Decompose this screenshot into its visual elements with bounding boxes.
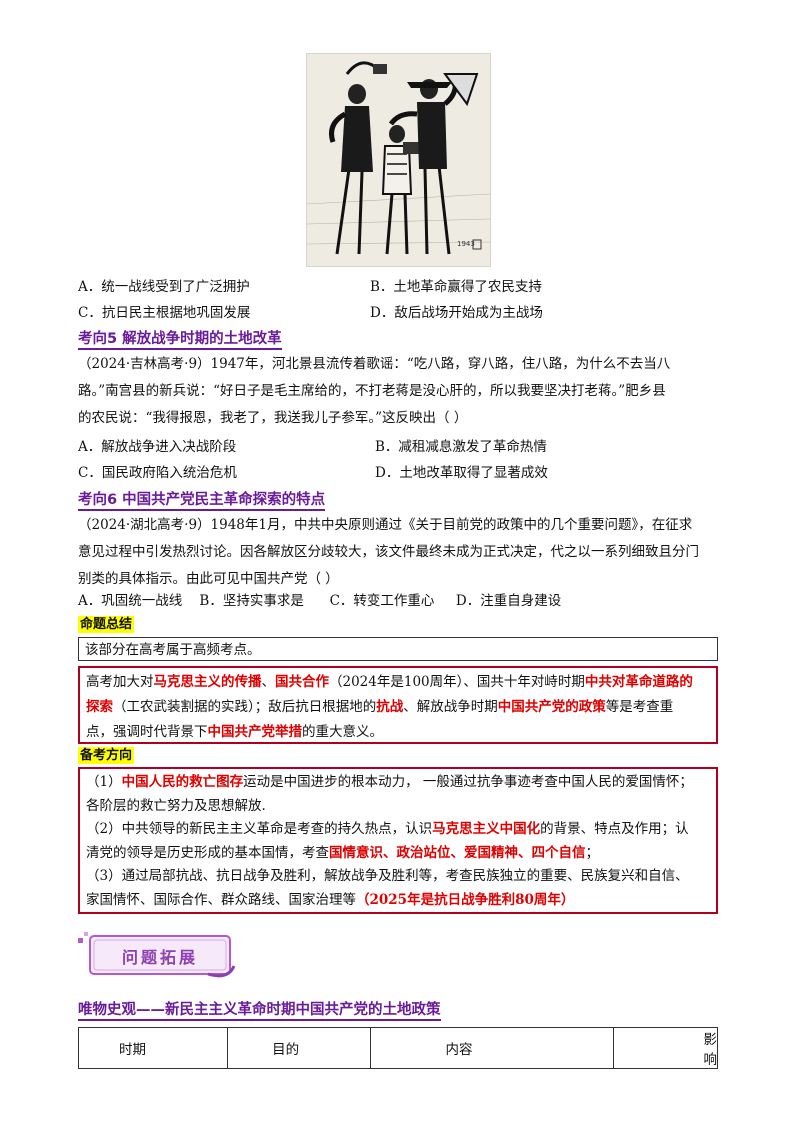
- text-run: ；: [585, 844, 600, 861]
- question-line: 的农民说：“我得报恩，我老了，我送我儿子参军。”这反映出（ ）: [78, 410, 468, 426]
- land-policy-table: 时期 目的 内容 影响: [77, 1027, 718, 1069]
- table-section-heading: 唯物史观——新民主主义革命时期中国共产党的土地政策: [78, 998, 441, 1021]
- question-line: 意见过程中引发热烈讨论。因各解放区分歧较大，该文件最终未成为正式决定，代之以一系…: [78, 544, 699, 560]
- summary-tag: 命题总结: [78, 616, 135, 633]
- highlight-run: 国情意识、政治站位、爱国精神、四个自信: [329, 844, 586, 861]
- text-run: 运动是中国进步的根本动力， 一般通过抗争事迹考查中国人民的爱国情怀；: [243, 774, 693, 790]
- option-b: B．土地革命赢得了农民支持: [370, 279, 542, 295]
- header-cell-purpose: 目的: [227, 1027, 372, 1069]
- text-run: 高考加大对: [86, 674, 154, 690]
- text-run: （1）: [86, 774, 122, 790]
- banner-frame-icon: [78, 932, 236, 978]
- summary-box-1-text: 该部分在高考属于高频考点。: [85, 642, 261, 658]
- direction-tag: 备考方向: [78, 747, 135, 764]
- text-run: 的重大意义。: [302, 724, 383, 740]
- text-run: 点，强调时代背景下: [86, 724, 208, 740]
- text-run: 家国情怀、国际合作、群众路线、国家治理等: [86, 891, 356, 908]
- stilt-walkers-illustration: 1943: [306, 54, 491, 266]
- section-6-title: 考向6 中国共产党民主革命探索的特点: [78, 492, 326, 511]
- highlight-run: 中国人民的救亡图存: [121, 774, 244, 790]
- question-line: （2024·吉林高考·9）1947年，河北景县流传着歌谣：“吃八路，穿八路，住八…: [78, 356, 671, 372]
- header-cell-period: 时期: [77, 1027, 229, 1069]
- direction-box-text: （1）中国人民的救亡图存运动是中国进步的根本动力， 一般通过抗争事迹考查中国人民…: [80, 769, 716, 914]
- highlight-run: 中国共产党举措: [207, 724, 303, 740]
- highlight-run: 马克思主义的传播: [153, 674, 262, 690]
- highlight-run: （2025年是抗日战争胜利80周年）: [356, 891, 575, 908]
- highlight-run: 中共对革命道路的: [584, 674, 693, 690]
- problem-extension-banner: 问题拓展: [78, 930, 238, 982]
- highlight-run: 国共合作: [275, 674, 329, 690]
- option-d: D．土地改革取得了显著成效: [375, 465, 548, 481]
- section-5-heading: 考向5 解放战争时期的土地改革: [78, 327, 282, 350]
- section-6-options: A．巩固统一战线 B．坚持实事求是 C．转变工作重心 D．注重自身建设: [78, 593, 562, 609]
- option-c: C．抗日民主根据地巩固发展: [78, 305, 251, 321]
- summary-box-1: 该部分在高考属于高频考点。: [78, 637, 718, 661]
- question-line: 别类的具体指示。由此可见中国共产党（ ）: [78, 571, 339, 587]
- summary-box-2: 高考加大对马克思主义的传播、国共合作（2024年是100周年）、国共十年对峙时期…: [78, 666, 718, 744]
- highlight-run: 马克思主义中国化: [432, 821, 541, 837]
- text-line: 各阶层的救亡努力及思想解放.: [86, 797, 266, 814]
- text-run: 等是考查重: [605, 699, 674, 715]
- text-line: （3）通过局部抗战、抗日战争及胜利，解放战争及胜利等，考查民族独立的重要、民族复…: [86, 868, 689, 884]
- highlight-run: 探索: [86, 699, 113, 715]
- header-cell-content: 内容: [370, 1027, 614, 1069]
- summary-box-2-text: 高考加大对马克思主义的传播、国共合作（2024年是100周年）、国共十年对峙时期…: [80, 668, 716, 747]
- option-d: D．敌后战场开始成为主战场: [370, 305, 543, 321]
- banner-text: 问题拓展: [121, 948, 198, 967]
- text-run: （2）中共领导的新民主主义革命是考查的持久热点，认识: [86, 821, 433, 837]
- option-a: A．解放战争进入决战阶段: [78, 439, 237, 455]
- text-run: （2024年是100周年）、国共十年对峙时期: [329, 674, 585, 690]
- question-line: （2024·湖北高考·9）1948年1月，中共中央原则通过《关于目前党的政策中的…: [78, 517, 693, 533]
- section-6-heading: 考向6 中国共产党民主革命探索的特点: [78, 488, 326, 511]
- table-header-row: 时期 目的 内容 影响: [77, 1027, 718, 1069]
- text-run: 、解放战争时期: [403, 699, 498, 715]
- question-line: 路。”南宫县的新兵说：“好日子是毛主席给的，不打老蒋是没心肝的，所以我要坚决打老…: [78, 383, 666, 399]
- header-cell-impact: 影响: [612, 1027, 718, 1069]
- direction-box: （1）中国人民的救亡图存运动是中国进步的根本动力， 一般通过抗争事迹考查中国人民…: [78, 767, 718, 914]
- text-run: 清党的领导是历史形成的基本国情，考查: [86, 844, 329, 861]
- highlight-run: 中国共产党的政策: [497, 699, 606, 715]
- highlight-run: 抗战: [376, 699, 404, 715]
- table-section-title: 唯物史观——新民主主义革命时期中国共产党的土地政策: [78, 1002, 441, 1021]
- section-5-question: （2024·吉林高考·9）1947年，河北景县流传着歌谣：“吃八路，穿八路，住八…: [78, 351, 718, 432]
- section-6-question: （2024·湖北高考·9）1948年1月，中共中央原则通过《关于目前党的政策中的…: [78, 512, 718, 593]
- svg-text:1943: 1943: [457, 240, 475, 248]
- woodcut-illustration: 1943: [306, 53, 491, 267]
- text-run: 、: [261, 674, 276, 690]
- option-b: B．减租减息激发了革命热情: [375, 439, 547, 455]
- text-run: 的背景、特点及作用；认: [540, 821, 689, 837]
- text-run: （工农武装割据的实践）；敌后抗日根据地的: [113, 699, 377, 715]
- option-a: A．统一战线受到了广泛拥护: [78, 279, 250, 295]
- option-c: C．国民政府陷入统治危机: [78, 465, 237, 481]
- section-5-title: 考向5 解放战争时期的土地改革: [78, 331, 282, 350]
